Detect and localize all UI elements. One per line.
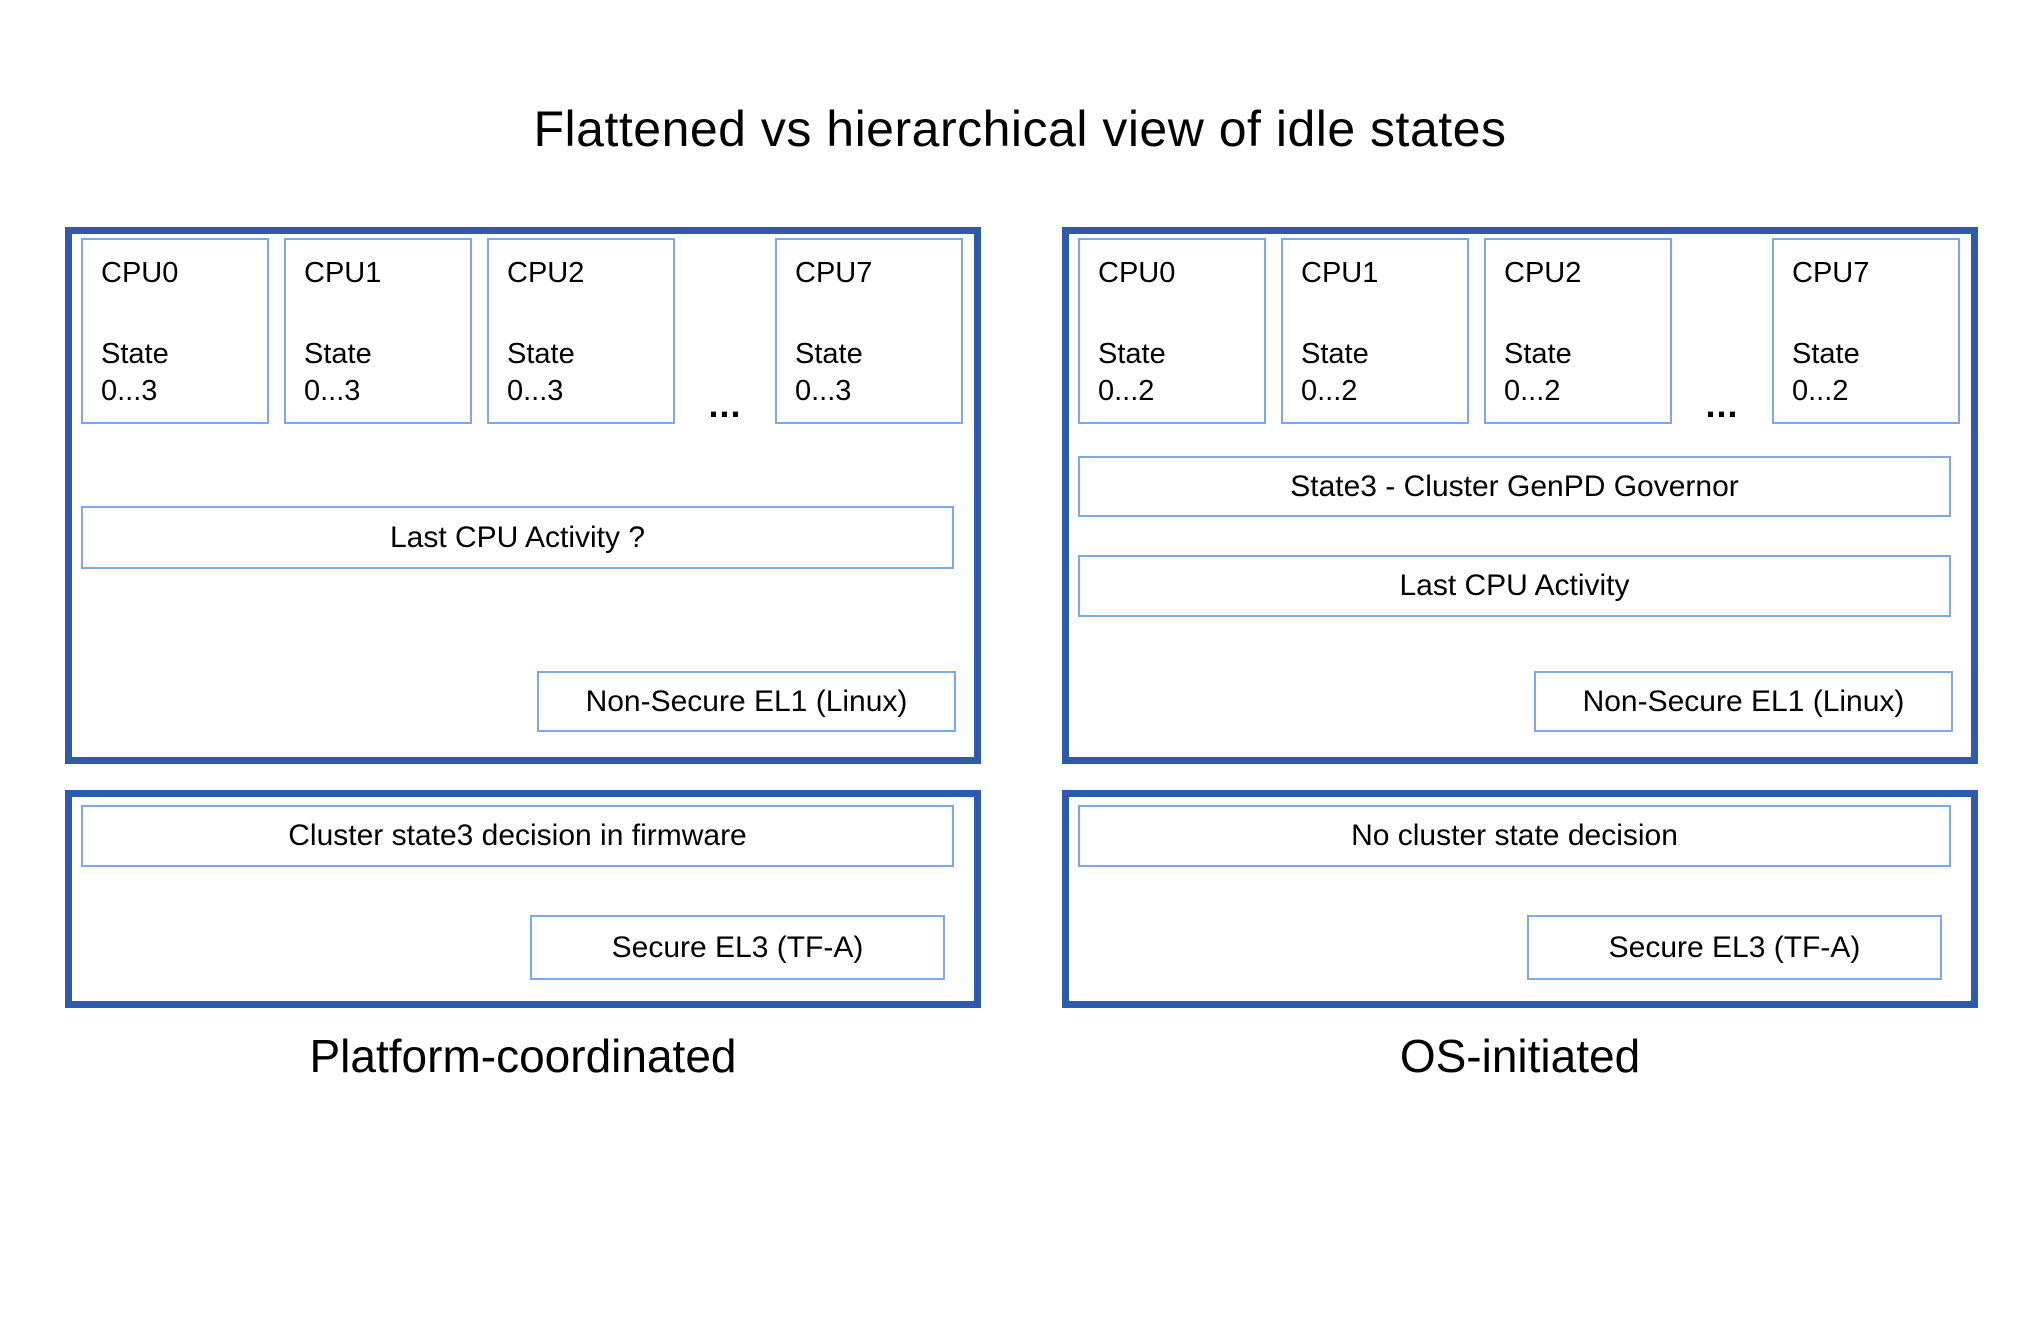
slide-title: Flattened vs hierarchical view of idle s…: [533, 101, 1507, 157]
secure-el3-box: Secure EL3 (TF-A): [1527, 915, 1942, 980]
cpu-ellipsis: ...: [1705, 384, 1739, 425]
cpu-name-label: CPU1: [1301, 257, 1379, 289]
left-firmware-layer-box: Cluster state3 decision in firmware Secu…: [65, 790, 981, 1008]
state-range-label: 0...3: [101, 375, 158, 407]
cpu-box: CPU7 State 0...3: [775, 238, 963, 424]
cluster-decision-box: Cluster state3 decision in firmware: [81, 805, 954, 867]
cluster-decision-box: No cluster state decision: [1078, 805, 1951, 867]
right-firmware-layer-box: No cluster state decision Secure EL3 (TF…: [1062, 790, 1978, 1008]
state-range-label: 0...2: [1098, 375, 1155, 407]
cpu-name-label: CPU7: [1792, 257, 1870, 289]
state-word-label: State: [101, 338, 169, 370]
non-secure-el1-box: Non-Secure EL1 (Linux): [537, 671, 956, 732]
cpu-state-label: State 0...3: [101, 336, 249, 410]
state-range-label: 0...3: [507, 375, 564, 407]
cpu-box: CPU0 State 0...2: [1078, 238, 1266, 424]
cpu-name-label: CPU2: [507, 257, 585, 289]
cpu-ellipsis: ...: [708, 384, 742, 425]
state-range-label: 0...3: [795, 375, 852, 407]
cpu-name-label: CPU0: [1098, 257, 1176, 289]
state-word-label: State: [304, 338, 372, 370]
cpu-name-label: CPU1: [304, 257, 382, 289]
state-range-label: 0...2: [1301, 375, 1358, 407]
state-word-label: State: [507, 338, 575, 370]
last-cpu-activity-box: Last CPU Activity ?: [81, 506, 954, 569]
cpu-box: CPU1 State 0...3: [284, 238, 472, 424]
cpu-box: CPU2 State 0...3: [487, 238, 675, 424]
genpd-governor-box: State3 - Cluster GenPD Governor: [1078, 456, 1951, 517]
state-word-label: State: [795, 338, 863, 370]
state-word-label: State: [1504, 338, 1572, 370]
state-word-label: State: [1792, 338, 1860, 370]
cpu-box: CPU7 State 0...2: [1772, 238, 1960, 424]
cpu-state-label: State 0...2: [1792, 336, 1940, 410]
cpu-box: CPU2 State 0...2: [1484, 238, 1672, 424]
state-range-label: 0...2: [1792, 375, 1849, 407]
cpu-state-label: State 0...2: [1504, 336, 1652, 410]
cpu-state-label: State 0...3: [795, 336, 943, 410]
right-linux-layer-box: CPU0 State 0...2 CPU1 State 0...2 CPU2 S…: [1062, 227, 1978, 764]
cpu-state-label: State 0...2: [1098, 336, 1246, 410]
cpu-box: CPU0 State 0...3: [81, 238, 269, 424]
cpu-box: CPU1 State 0...2: [1281, 238, 1469, 424]
panel-caption-platform-coordinated: Platform-coordinated: [309, 1030, 737, 1082]
left-linux-layer-box: CPU0 State 0...3 CPU1 State 0...3 CPU2 S…: [65, 227, 981, 764]
panel-caption-os-initiated: OS-initiated: [1399, 1030, 1641, 1082]
last-cpu-activity-box: Last CPU Activity: [1078, 555, 1951, 617]
state-word-label: State: [1301, 338, 1369, 370]
cpu-state-label: State 0...2: [1301, 336, 1449, 410]
cpu-name-label: CPU0: [101, 257, 179, 289]
state-word-label: State: [1098, 338, 1166, 370]
secure-el3-box: Secure EL3 (TF-A): [530, 915, 945, 980]
non-secure-el1-box: Non-Secure EL1 (Linux): [1534, 671, 1953, 732]
cpu-name-label: CPU7: [795, 257, 873, 289]
state-range-label: 0...2: [1504, 375, 1561, 407]
cpu-name-label: CPU2: [1504, 257, 1582, 289]
state-range-label: 0...3: [304, 375, 361, 407]
cpu-state-label: State 0...3: [304, 336, 452, 410]
cpu-state-label: State 0...3: [507, 336, 655, 410]
